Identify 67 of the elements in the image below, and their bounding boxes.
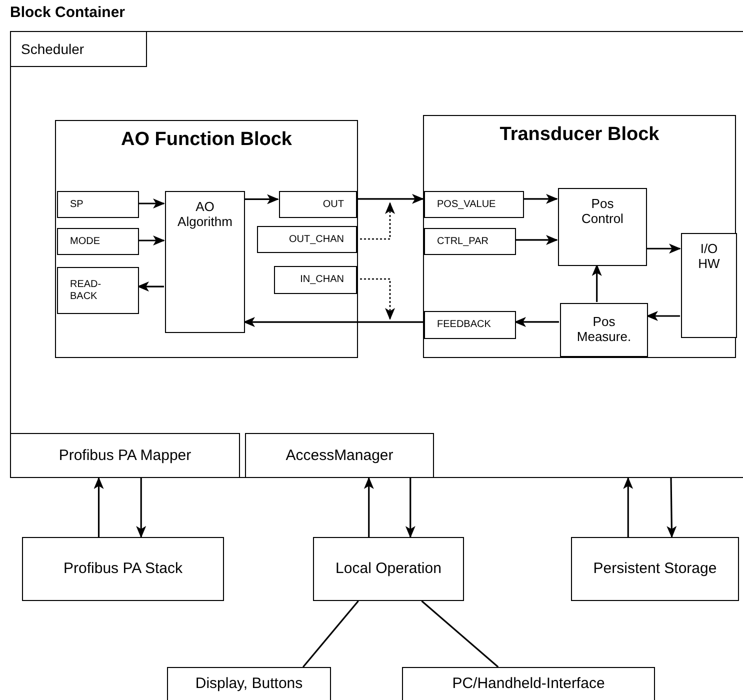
parameter-box [279,191,357,218]
box-label: OUT [322,198,344,210]
connector-line [421,600,499,668]
box-label: SP [70,198,84,210]
process-box [558,188,647,266]
arrow [356,194,424,204]
box-label: Persistent Storage [593,560,717,578]
arrow [515,234,558,245]
arrow [405,478,416,538]
box-label: MODE [70,236,100,248]
parameter-box [57,228,139,255]
parameter-box [424,311,516,339]
process-box [560,303,648,357]
process-box [681,233,737,338]
arrow [138,236,165,246]
function-block [423,115,736,358]
box-label: FEEDBACK [437,319,491,331]
box-label: Scheduler [21,40,84,58]
arrow [646,244,681,254]
scheduler-tab [10,31,147,67]
box-label: Profibus PA Mapper [58,446,192,464]
block-title: AO Function Block [121,129,292,152]
parameter-box [424,228,516,255]
process-box [10,433,240,478]
arrow [243,317,423,328]
box-label: AO Algorithm [176,200,234,230]
box-label: POS_VALUE [437,198,496,210]
box-label: READ-BACK [70,279,102,302]
arrow [592,264,602,302]
parameter-box [57,191,139,218]
arrow [523,194,558,204]
box-label: I/O HW [697,242,721,272]
arrow [666,478,677,538]
parameter-box [257,226,357,253]
parameter-box [57,267,139,314]
arrow [623,477,634,537]
block-title: Block Container [10,4,126,22]
box-label: Profibus PA Stack [64,560,182,578]
process-box [571,537,739,601]
parameter-box [424,191,524,218]
box-label: PC/Handheld-Interface [452,675,605,693]
box-label: AccessManager [286,446,394,464]
parameter-box [274,266,357,294]
process-box [245,433,434,478]
arrow [94,477,104,537]
box-label: CTRL_PAR [437,236,488,248]
arrow [646,311,680,321]
box-label: Pos Measure. [576,315,632,345]
box-label: OUT_CHAN [288,234,344,246]
process-box [313,537,464,601]
arrow [244,194,279,204]
arrow [137,282,164,292]
box-label: Pos Control [580,197,624,227]
box-label: IN_CHAN [300,274,344,286]
box-label: Display, Buttons [195,675,303,693]
process-box [165,191,245,333]
connector-line [302,600,359,668]
function-block [55,120,358,358]
process-box [167,667,331,700]
arrow [514,316,559,327]
process-box [402,667,655,700]
box-label: Local Operation [336,560,442,578]
block-title: Transducer Block [500,124,660,147]
arrow [364,477,374,537]
arrow [136,478,146,538]
process-box [22,537,224,601]
arrow [138,198,165,208]
